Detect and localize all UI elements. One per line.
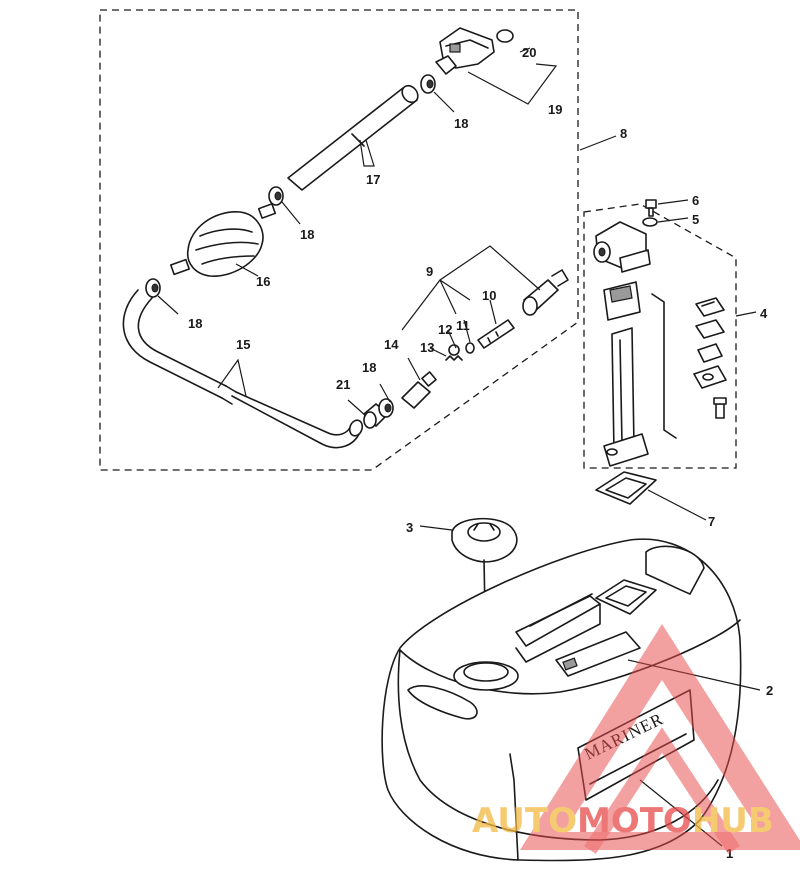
gauge-parts-stack (693, 297, 727, 419)
pickup-tube (603, 327, 649, 467)
pickup-fitting-housing (593, 221, 651, 273)
tank-end-connector (435, 27, 495, 75)
small-o-ring (465, 342, 475, 354)
callout-9: 9 (426, 264, 433, 279)
o-ring (496, 29, 514, 43)
fuel-hose-main (122, 289, 364, 449)
callout-8: 8 (620, 126, 627, 141)
callout-17: 17 (366, 172, 380, 187)
valve-stem (477, 319, 515, 349)
hose-clamp-left (145, 278, 161, 298)
callout-1: 1 (726, 846, 733, 861)
callout-16: 16 (256, 274, 270, 289)
watermark-moto: MOTO (577, 801, 692, 841)
callout-numbers: 20 19 18 8 17 6 5 18 16 9 10 4 18 11 12 … (188, 45, 773, 861)
callout-18-mid: 18 (300, 227, 314, 242)
callout-3: 3 (406, 520, 413, 535)
callout-6: 6 (692, 193, 699, 208)
check-ball (448, 344, 460, 356)
callout-21: 21 (336, 377, 350, 392)
primer-bulb (169, 203, 277, 277)
watermark-hub: HUB (692, 801, 774, 841)
callout-12: 12 (438, 322, 452, 337)
callout-7: 7 (708, 514, 715, 529)
hose-clamp-bottom (378, 398, 394, 418)
watermark-auto: AUTO (472, 801, 577, 841)
hose-clamp-top (420, 74, 436, 94)
pickup-gasket (595, 471, 657, 505)
fuel-line-assembly-boundary (99, 9, 579, 471)
callout-18-bottom: 18 (362, 360, 376, 375)
callout-4: 4 (760, 306, 768, 321)
svg-text:AUTOMOTOHUB: AUTOMOTOHUB (472, 801, 774, 841)
quick-connect-fitting (401, 371, 437, 409)
callout-20: 20 (522, 45, 536, 60)
callout-13: 13 (420, 340, 434, 355)
callout-18-top: 18 (454, 116, 468, 131)
valve-spring (445, 355, 463, 361)
fuel-gauge-float (603, 281, 641, 321)
watermark-triangle-icon (520, 624, 800, 850)
automotohub-watermark: AUTOMOTOHUB (472, 624, 800, 854)
gauge-wire (651, 293, 677, 439)
fuel-tank: MARINER (381, 538, 742, 862)
callout-18-left: 18 (188, 316, 202, 331)
callout-2: 2 (766, 683, 773, 698)
mounting-screw (645, 199, 657, 217)
callout-15: 15 (236, 337, 250, 352)
washer (642, 217, 658, 227)
callout-19: 19 (548, 102, 562, 117)
callout-11: 11 (456, 318, 470, 333)
fuel-hose-upper (287, 84, 419, 191)
hose-clamp-primer-outlet (268, 186, 284, 206)
engine-end-connector (522, 269, 569, 316)
callout-5: 5 (692, 212, 699, 227)
fuel-cap (451, 517, 518, 563)
callout-14: 14 (384, 337, 399, 352)
callout-10: 10 (482, 288, 496, 303)
